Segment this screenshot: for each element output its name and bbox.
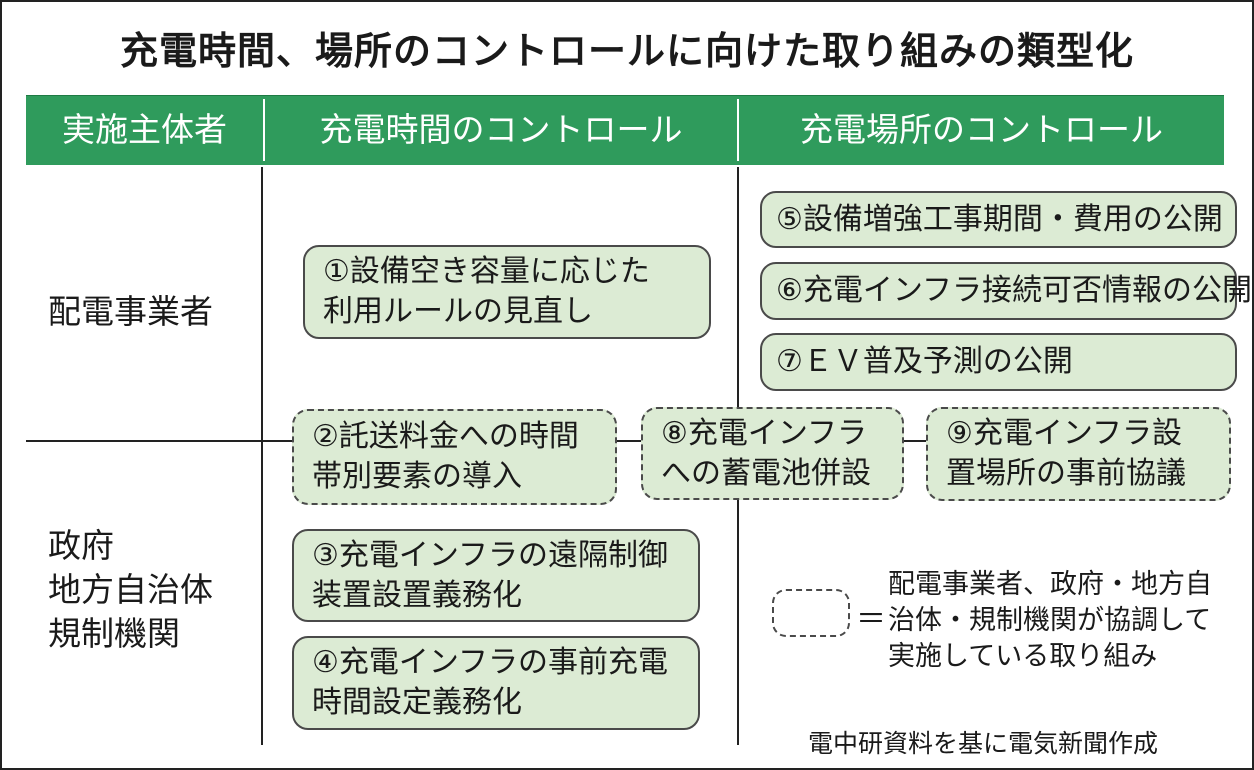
initiative-7-box: ⑦ＥＶ普及予測の公開 [760, 333, 1237, 391]
legend-equals: ＝ [856, 602, 886, 637]
diagram-title: 充電時間、場所のコントロールに向けた取り組みの類型化 [119, 29, 1134, 73]
row-label-line: 政府 [48, 526, 114, 565]
source-note: 電中研資料を基に電気新聞作成 [808, 729, 1159, 758]
initiative-line: ①設備空き容量に応じた [323, 254, 650, 289]
initiative-line: ③充電インフラの遠隔制御 [312, 537, 668, 573]
legend-line: 実施している取り組み [888, 641, 1158, 672]
row-divider [26, 440, 294, 442]
initiative-4-box: ④充電インフラの事前充電 時間設定義務化 [292, 636, 700, 730]
initiative-line: ⑤設備増強工事期間・費用の公開 [776, 201, 1223, 237]
initiative-8-box: ⑧充電インフラ への蓄電池併設 [641, 407, 904, 500]
initiative-5-box: ⑤設備増強工事期間・費用の公開 [760, 191, 1237, 248]
initiative-6-box: ⑥充電インフラ接続可否情報の公開 [760, 262, 1252, 320]
row-label-line: 地方自治体 [48, 570, 213, 609]
connector-line [615, 440, 643, 442]
header-place-control: 充電場所のコントロール [800, 110, 1163, 149]
initiative-3-box: ③充電インフラの遠隔制御 装置設置義務化 [292, 529, 700, 622]
header-time-control: 充電時間のコントロール [319, 110, 683, 149]
initiative-line: ②託送料金への時間 [312, 419, 579, 454]
legend-line: 配電事業者、政府・地方自 [888, 569, 1212, 600]
initiative-line: ⑥充電インフラ接続可否情報の公開 [776, 273, 1252, 308]
initiative-line: 帯別要素の導入 [312, 459, 522, 494]
header-bar: 実施主体者 充電時間のコントロール 充電場所のコントロール [26, 95, 1224, 165]
initiative-line: ⑧充電インフラ [661, 415, 867, 451]
initiative-line: 装置設置義務化 [312, 577, 522, 613]
initiative-line: への蓄電池併設 [661, 455, 871, 491]
header-separator [737, 99, 739, 161]
row-label-utility: 配電事業者 [48, 292, 213, 331]
initiative-line: 置場所の事前協議 [946, 456, 1186, 491]
initiative-9-box: ⑨充電インフラ設 置場所の事前協議 [926, 407, 1231, 501]
connector-line [902, 440, 928, 442]
legend-description: 配電事業者、政府・地方自 治体・規制機関が協調して 実施している取り組み [888, 567, 1212, 675]
row-label-line: 規制機関 [48, 614, 180, 653]
initiative-line: ⑦ＥＶ普及予測の公開 [776, 344, 1073, 379]
column-divider-left [261, 167, 263, 745]
initiative-line: ④充電インフラの事前充電 [312, 645, 668, 680]
header-separator [263, 99, 265, 161]
header-actor: 実施主体者 [62, 110, 227, 149]
legend-line: 治体・規制機関が協調して [888, 605, 1212, 636]
initiative-2-box: ②託送料金への時間 帯別要素の導入 [292, 409, 617, 505]
initiative-line: ⑨充電インフラ設 [946, 416, 1182, 451]
legend-dashed-sample [772, 589, 850, 637]
row-label-government: 政府 地方自治体 規制機関 [48, 524, 213, 656]
initiative-line: 利用ルールの見直し [323, 294, 593, 329]
initiative-line: 時間設定義務化 [312, 685, 522, 720]
initiative-1-box: ①設備空き容量に応じた 利用ルールの見直し [303, 245, 711, 339]
